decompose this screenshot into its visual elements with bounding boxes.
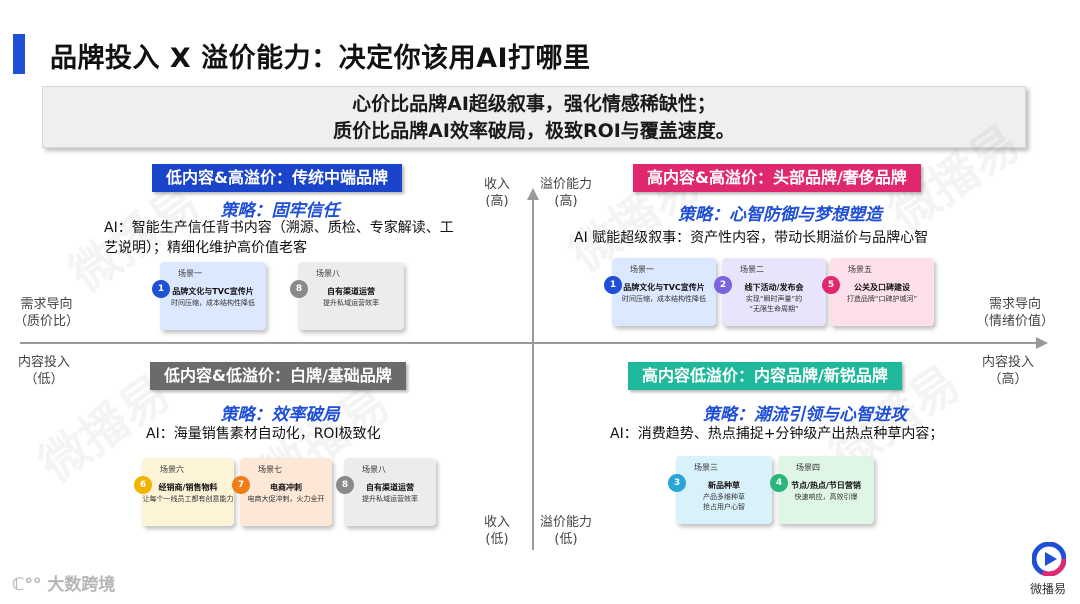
scenario-number-badge: 5: [822, 276, 840, 294]
scenario-label: 场景八: [316, 269, 340, 278]
scenario-card: 8 场景八自有渠道运营提升私域运营效率: [290, 262, 404, 330]
scenario-label: 场景七: [258, 465, 282, 474]
scenario-description: 实现“瞬时声量”的 “无限生命周期”: [745, 295, 803, 313]
scenario-title: 品牌文化与TVC宣传片: [623, 283, 705, 292]
summary-line-2: 质价比品牌AI效率破局，极致ROI与覆盖速度。: [333, 120, 735, 142]
scenario-title: 线下活动/发布会: [744, 283, 804, 292]
ai-text-top-left: AI：智能生产信任背书内容（溯源、质检、专家解读、工艺说明）；精细化维护高价值老…: [104, 220, 454, 256]
footer-logo-text: 大数跨境: [47, 575, 116, 595]
scenario-title: 新品种草: [708, 481, 740, 490]
scenario-number-badge: 1: [604, 276, 622, 294]
scenario-label: 场景四: [796, 463, 820, 472]
strategy-bottom-right: 策略：潮流引领与心智进攻: [703, 405, 907, 425]
strategy-top-left: 策略：固牢信任: [220, 201, 340, 221]
scenario-title: 电商冲刺: [270, 483, 302, 492]
footer-logo-left: ℂ°° 大数跨境: [12, 570, 115, 595]
scenario-card: 1 场景一品牌文化与TVC宣传片时间压缩，成本结构性降低: [152, 262, 266, 330]
scenario-label: 场景二: [740, 265, 764, 274]
vertical-axis-arrow: [527, 188, 539, 200]
scenario-label: 场景一: [630, 265, 654, 274]
scenario-description: 产品多维种草 抢占用户心智: [703, 493, 745, 511]
scenario-number-badge: 4: [770, 474, 788, 492]
horizontal-axis-arrow: [1036, 337, 1048, 349]
horizontal-axis: [20, 342, 1040, 344]
scenario-description: 提升私域运营效率: [362, 495, 418, 503]
scenario-card: 2 场景二线下活动/发布会实现“瞬时声量”的 “无限生命周期”: [714, 258, 826, 326]
quadrant-heading-bottom-right: 高内容低溢价：内容品牌/新锐品牌: [628, 362, 902, 390]
axis-label-left-lower: 内容投入 （低）: [18, 355, 71, 387]
scenario-title: 节点/热点/节日营销: [791, 481, 861, 490]
scenario-title: 经销商/销售物料: [158, 483, 218, 492]
scenario-card: 7 场景七电商冲刺电商大促冲刺，火力全开: [232, 458, 332, 526]
axis-label-bottom-right: 溢价能力 (低): [540, 515, 593, 547]
scenario-label: 场景五: [848, 265, 872, 274]
scenario-card: 3 场景三新品种草产品多维种草 抢占用户心智: [668, 456, 772, 524]
scenario-title: 品牌文化与TVC宣传片: [172, 287, 254, 296]
scenario-title: 自有渠道运营: [327, 287, 375, 296]
scenario-number-badge: 2: [714, 276, 732, 294]
quadrant-heading-top-left: 低内容&高溢价：传统中端品牌: [152, 164, 402, 192]
scenario-number-badge: 8: [336, 476, 354, 494]
quadrant-heading-top-right: 高内容&高溢价：头部品牌/奢侈品牌: [633, 164, 921, 192]
scenario-label: 场景三: [694, 463, 718, 472]
scenario-description: 时间压缩，成本结构性降低: [622, 295, 706, 303]
scenario-label: 场景六: [160, 465, 184, 474]
axis-label-right-lower: 内容投入 （高）: [982, 355, 1035, 387]
brand-logo-icon: [1032, 542, 1066, 576]
quadrant-heading-bottom-left: 低内容&低溢价：白牌/基础品牌: [150, 362, 406, 390]
scenario-number-badge: 6: [134, 476, 152, 494]
footer-logo-icon: ℂ°°: [12, 575, 42, 595]
scenario-number-badge: 8: [290, 280, 308, 298]
scenario-label: 场景一: [178, 269, 202, 278]
brand-name: 微播易: [1030, 582, 1067, 596]
scenario-description: 时间压缩，成本结构性降低: [171, 299, 255, 307]
scenario-number-badge: 3: [668, 474, 686, 492]
scenario-card: 4 场景四节点/热点/节日营销快速响应，高效引爆: [770, 456, 874, 524]
scenario-card: 1 场景一品牌文化与TVC宣传片时间压缩，成本结构性降低: [604, 258, 716, 326]
axis-label-bottom: 收入 (低): [484, 515, 511, 547]
scenario-number-badge: 7: [232, 476, 250, 494]
scenario-description: 电商大促冲刺，火力全开: [247, 495, 325, 503]
scenario-description: 提升私域运营效率: [323, 299, 379, 307]
axis-label-top: 收入 (高): [484, 177, 511, 209]
scenario-card: 6 场景六经销商/销售物料让每个一线员工都有创意能力: [134, 458, 234, 526]
scenario-label: 场景八: [362, 465, 386, 474]
summary-line-1: 心价比品牌AI超级叙事，强化情感稀缺性；: [352, 93, 716, 115]
ai-text-bottom-right: AI：消费趋势、热点捕捉+分钟级产出热点种草内容；: [610, 426, 944, 442]
vertical-axis: [532, 200, 534, 550]
scenario-description: 打造品牌“口碑护城河”: [846, 295, 918, 303]
axis-label-left-upper: 需求导向 （质价比）: [14, 297, 80, 329]
scenario-description: 让每个一线员工都有创意能力: [142, 495, 234, 503]
scenario-card: 8 场景八自有渠道运营提升私域运营效率: [336, 458, 436, 526]
axis-label-right-upper: 需求导向 （情绪价值）: [976, 297, 1055, 329]
ai-text-bottom-left: AI：海量销售素材自动化，ROI极致化: [146, 426, 381, 442]
title-accent-bar: [13, 34, 25, 74]
scenario-title: 公关及口碑建设: [854, 283, 910, 292]
ai-text-top-right: AI 赋能超级叙事：资产性内容，带动长期溢价与品牌心智: [574, 230, 929, 246]
axis-label-top-right: 溢价能力 (高): [540, 177, 593, 209]
strategy-top-right: 策略：心智防御与梦想塑造: [678, 205, 882, 225]
scenario-number-badge: 1: [152, 280, 170, 298]
scenario-title: 自有渠道运营: [366, 483, 414, 492]
strategy-bottom-left: 策略：效率破局: [220, 405, 340, 425]
scenario-card: 5 场景五公关及口碑建设打造品牌“口碑护城河”: [822, 258, 934, 326]
page-title: 品牌投入 X 溢价能力：决定你该用AI打哪里: [50, 43, 591, 74]
summary-box: 心价比品牌AI超级叙事，强化情感稀缺性； 质价比品牌AI效率破局，极致ROI与覆…: [42, 86, 1026, 148]
scenario-description: 快速响应，高效引爆: [794, 493, 858, 501]
